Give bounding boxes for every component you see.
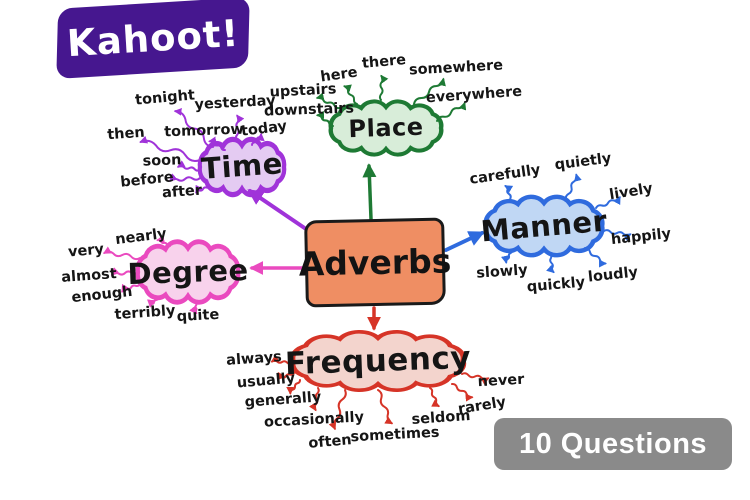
time-label: Time (200, 146, 284, 186)
frequency-label: Frequency (284, 339, 472, 383)
arrow-to-place (362, 163, 377, 221)
arrow-to-time (247, 189, 308, 231)
word-downstairs: downstairs (263, 100, 355, 120)
word-after: after (161, 182, 203, 202)
word-quite: quite (176, 306, 220, 326)
word-soon: soon (142, 152, 182, 170)
question-count-text: 10 Questions (518, 427, 708, 460)
word-very: very (67, 241, 105, 261)
place-label: Place (348, 112, 424, 144)
topic-box: Adverbs (298, 217, 452, 308)
degree-label: Degree (126, 252, 250, 292)
word-never: never (477, 371, 525, 391)
word-tomorrow: tomorrow (163, 121, 245, 141)
question-count-badge: 10 Questions (494, 418, 732, 470)
main-arrows (247, 163, 485, 331)
topic-title: Adverbs (298, 241, 452, 284)
word-then: then (106, 124, 146, 144)
arrow-to-manner (444, 231, 485, 252)
